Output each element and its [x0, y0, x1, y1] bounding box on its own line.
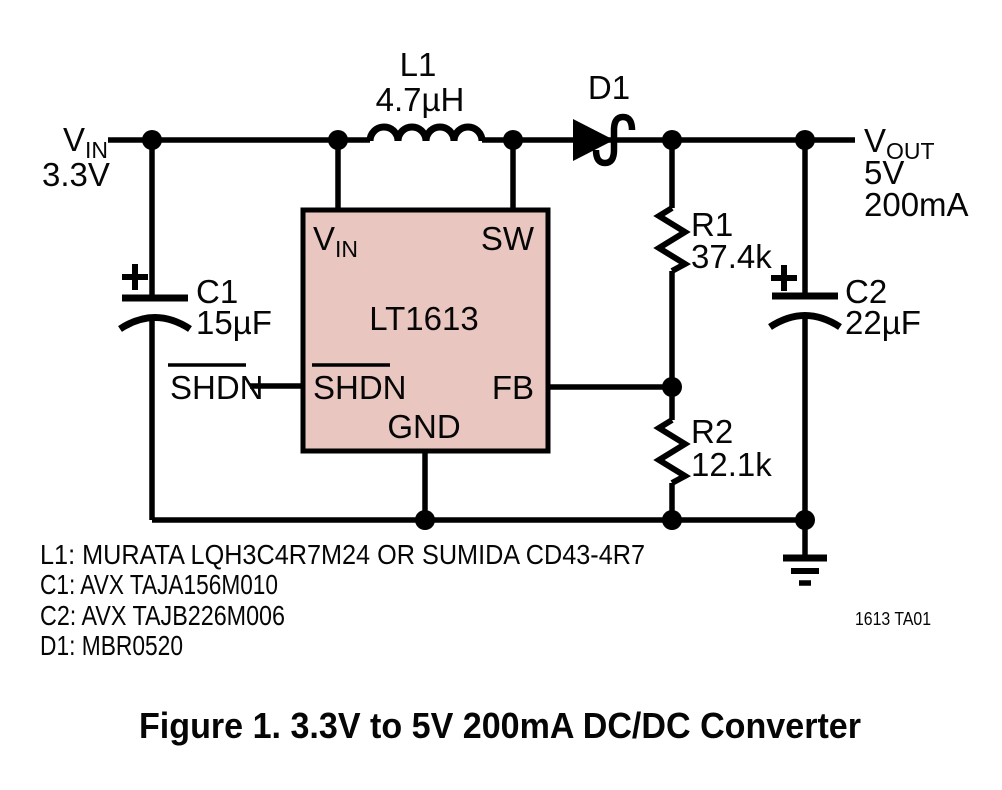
- d1-ref-label: D1: [588, 69, 630, 106]
- note-c1: C1: AVX TAJA156M010: [40, 569, 278, 600]
- vin-voltage-label: 3.3V: [42, 156, 110, 193]
- junction-dot: [662, 510, 682, 530]
- ic-pin-shdn-label: SHDN: [313, 369, 407, 406]
- l1-ref-label: L1: [400, 46, 437, 83]
- ic-part-number: LT1613: [369, 300, 478, 337]
- c1-curved-plate: [118, 314, 192, 332]
- inductor-symbol: [366, 123, 486, 142]
- r2-value-label: 12.1k: [691, 446, 772, 483]
- junction-dot: [662, 130, 682, 150]
- ground-symbol: [783, 554, 827, 586]
- resistor-r2-symbol: [653, 417, 692, 486]
- vout-net-label: VOUT: [864, 122, 935, 164]
- ic-body: [300, 207, 551, 454]
- r1-ref-label: R1: [691, 206, 733, 243]
- ic-pin-vin-sub: IN: [335, 236, 358, 262]
- junction-dot: [415, 510, 435, 530]
- r2-ref-label: R2: [691, 413, 733, 450]
- junction-dots: [142, 130, 815, 530]
- vout-current-label: 200mA: [864, 186, 969, 223]
- capacitor-c2-symbol: [768, 265, 842, 330]
- r1-value-label: 37.4k: [691, 238, 772, 275]
- c1-plus-sign: [122, 264, 148, 290]
- diode-schottky-cathode: [592, 113, 636, 167]
- junction-dot: [662, 377, 682, 397]
- c2-value-label: 22µF: [845, 304, 921, 341]
- note-d1: D1: MBR0520: [40, 630, 183, 661]
- figure-caption: Figure 1. 3.3V to 5V 200mA DC/DC Convert…: [139, 705, 861, 746]
- l1-value-label: 4.7µH: [376, 81, 465, 118]
- doc-ref-label: 1613 TA01: [855, 609, 931, 629]
- note-c2: C2: AVX TAJB226M006: [40, 600, 285, 631]
- ic-pin-vin-main: V: [313, 220, 335, 257]
- resistor-r1-symbol: [653, 205, 692, 274]
- vout-label-main: V: [864, 122, 886, 159]
- c1-ref-label: C1: [196, 273, 238, 310]
- vin-net-label: VIN: [63, 121, 108, 163]
- ic-pin-vin-label: VIN: [313, 220, 358, 262]
- junction-dot: [142, 130, 162, 150]
- diode-symbol: [573, 113, 636, 167]
- ic-pin-gnd-label: GND: [387, 408, 460, 445]
- vin-label-sub: IN: [85, 137, 108, 163]
- capacitor-c1-symbol: [118, 264, 192, 332]
- c1-value-label: 15µF: [196, 304, 272, 341]
- junction-dot: [328, 130, 348, 150]
- ic-pin-fb-label: FB: [492, 369, 534, 406]
- c2-curved-plate: [768, 312, 842, 330]
- note-l1: L1: MURATA LQH3C4R7M24 OR SUMIDA CD43-4R…: [40, 539, 645, 570]
- vout-voltage-label: 5V: [864, 154, 904, 191]
- c2-ref-label: C2: [845, 273, 887, 310]
- vout-label-sub: OUT: [886, 138, 935, 164]
- vin-label-main: V: [63, 121, 85, 158]
- junction-dot: [795, 510, 815, 530]
- junction-dot: [503, 130, 523, 150]
- junction-dot: [795, 130, 815, 150]
- c2-plus-sign: [771, 265, 797, 291]
- diode-anode-triangle: [573, 119, 614, 161]
- shdn-signal-label: SHDN: [170, 369, 264, 406]
- wires: [108, 137, 855, 557]
- ic-pin-sw-label: SW: [481, 220, 535, 257]
